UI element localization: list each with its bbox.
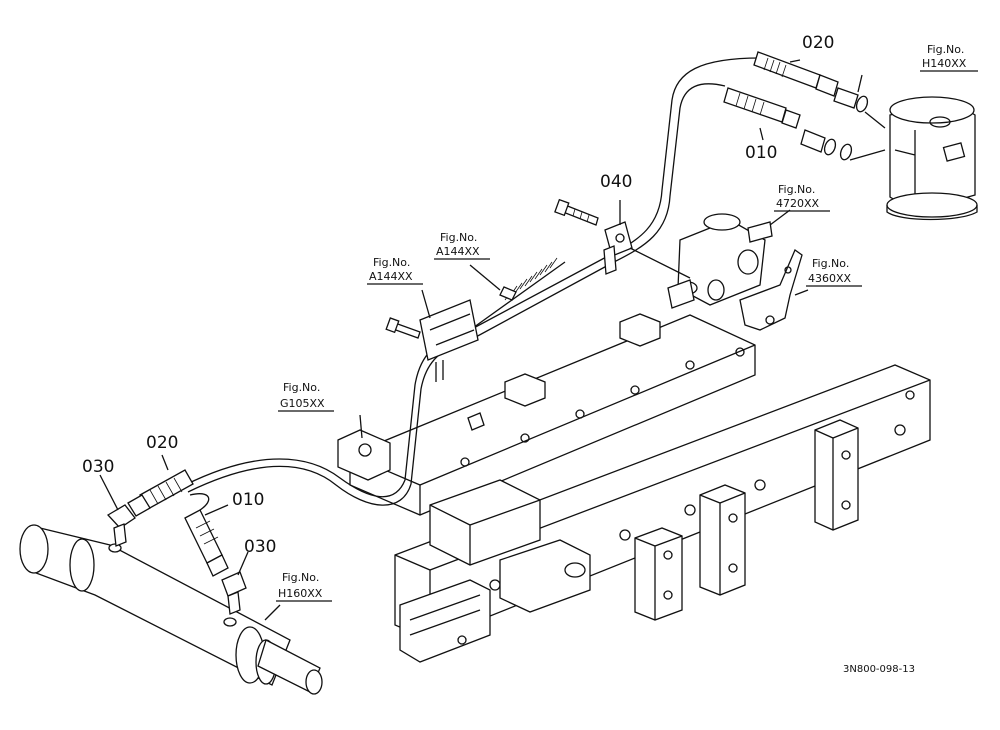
svg-text:H160XX: H160XX — [278, 587, 323, 600]
svg-text:H140XX: H140XX — [922, 57, 967, 70]
steering-unit — [886, 96, 978, 221]
valve-bracket — [739, 249, 803, 331]
fig-ref-a144-right: Fig.No. A144XX — [434, 231, 490, 260]
fig-ref-h160: Fig.No. H160XX — [276, 571, 332, 602]
frame-block — [634, 527, 683, 621]
svg-text:A144XX: A144XX — [436, 245, 480, 258]
fig-ref-a144-left: Fig.No. A144XX — [367, 256, 423, 285]
part-number-030-right: 030 — [244, 537, 276, 557]
frame-block — [699, 484, 746, 596]
elbow-fitting-030-right — [221, 571, 247, 615]
hose-fitting-020-bottom — [127, 469, 194, 517]
part-number-010-top: 010 — [745, 143, 777, 163]
part-number-020-top: 020 — [802, 33, 834, 53]
svg-text:Fig.No.: Fig.No. — [927, 43, 964, 56]
svg-text:Fig.No.: Fig.No. — [440, 231, 477, 244]
pipe-spring — [469, 257, 566, 331]
hydraulic-pipe — [184, 57, 761, 511]
drawing-reference: 3N800-098-13 — [843, 664, 915, 675]
svg-text:Fig.No.: Fig.No. — [778, 183, 815, 196]
control-valve — [629, 213, 773, 309]
fig-ref-g105: Fig.No. G105XX — [278, 381, 334, 412]
part-number-030-left: 030 — [82, 457, 114, 477]
fig-ref-4720: Fig.No. 4720XX — [774, 183, 830, 212]
part-number-040: 040 — [600, 172, 632, 192]
svg-text:4720XX: 4720XX — [776, 197, 820, 210]
svg-text:Fig.No.: Fig.No. — [812, 257, 849, 270]
svg-text:G105XX: G105XX — [280, 397, 325, 410]
svg-text:Fig.No.: Fig.No. — [283, 381, 320, 394]
pipe-bracket — [385, 299, 479, 382]
svg-text:Fig.No.: Fig.No. — [373, 256, 410, 269]
svg-text:4360XX: 4360XX — [808, 272, 852, 285]
tractor-frame — [337, 313, 931, 663]
hose-fitting-010-bottom — [184, 509, 229, 577]
pipe-clamp-040 — [554, 198, 633, 275]
frame-block — [814, 419, 859, 531]
steering-cylinder — [19, 524, 323, 695]
fig-ref-4360: Fig.No. 4360XX — [806, 257, 862, 287]
hose-fitting-020-top — [753, 51, 869, 113]
svg-text:Fig.No.: Fig.No. — [282, 571, 319, 584]
svg-text:A144XX: A144XX — [369, 270, 413, 283]
part-number-010-bottom: 010 — [232, 490, 264, 510]
leader-lines — [99, 59, 863, 621]
hose-fitting-010-top — [723, 87, 853, 161]
part-number-020-bottom: 020 — [146, 433, 178, 453]
fig-ref-h140: Fig.No. H140XX — [920, 43, 978, 72]
elbow-fitting-030-left — [106, 504, 136, 547]
